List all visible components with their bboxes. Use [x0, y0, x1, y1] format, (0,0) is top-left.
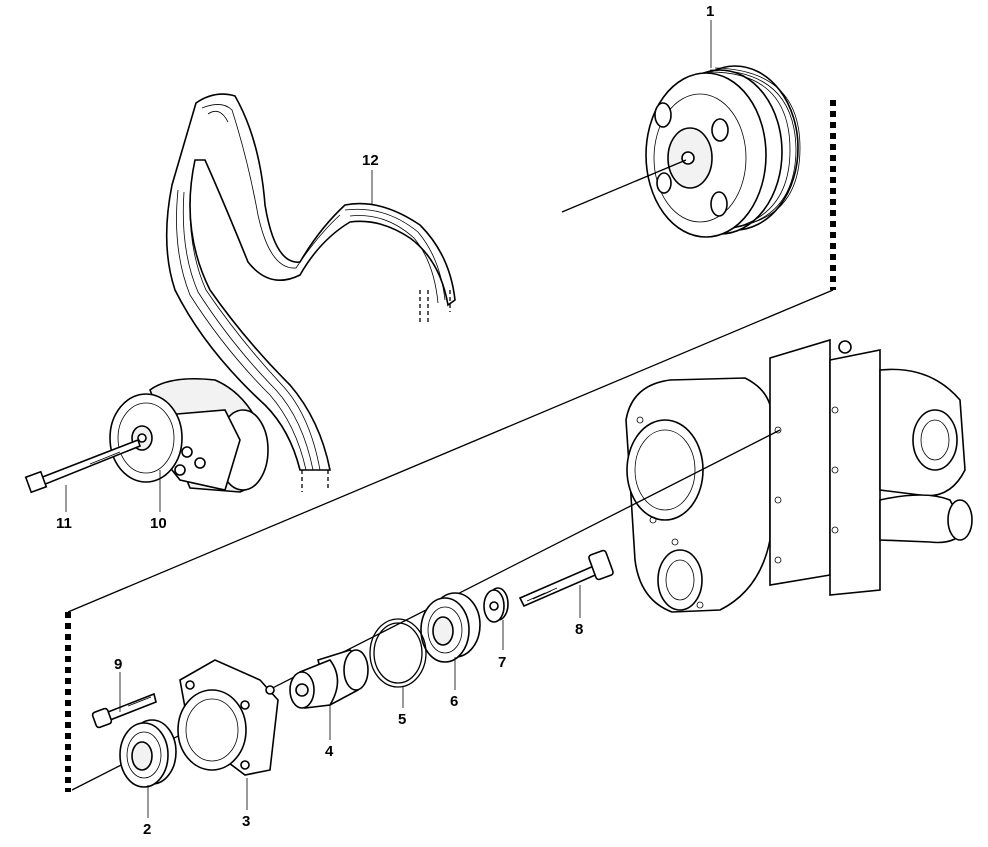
callout-3: 3 — [242, 813, 250, 830]
callout-11: 11 — [56, 515, 72, 532]
callout-9: 9 — [114, 656, 122, 673]
callout-7: 7 — [498, 654, 506, 671]
callout-2: 2 — [143, 821, 151, 838]
spacer-sleeve[interactable] — [289, 649, 369, 709]
callout-6: 6 — [450, 693, 458, 710]
callout-5: 5 — [398, 711, 406, 728]
callout-8: 8 — [575, 621, 583, 638]
flange-screw[interactable] — [91, 692, 157, 729]
callout-12: 12 — [362, 152, 379, 169]
tensioner-bolt[interactable] — [24, 438, 141, 494]
washer[interactable] — [483, 587, 509, 623]
callout-10: 10 — [150, 515, 167, 532]
coolant-pump-housing — [625, 338, 973, 613]
leader-lines — [65, 20, 712, 818]
pulley[interactable] — [561, 65, 801, 238]
long-bolt[interactable] — [518, 549, 614, 608]
circlip[interactable] — [369, 618, 427, 688]
callout-1: 1 — [706, 3, 714, 20]
assembly-bracket — [65, 100, 836, 792]
drive-belt[interactable] — [165, 93, 456, 492]
callout-4: 4 — [325, 743, 334, 760]
bearing-flange[interactable] — [177, 659, 279, 776]
upper-bearing[interactable] — [420, 592, 481, 663]
belt-tensioner[interactable] — [109, 377, 269, 493]
lower-bearing[interactable] — [119, 719, 177, 788]
